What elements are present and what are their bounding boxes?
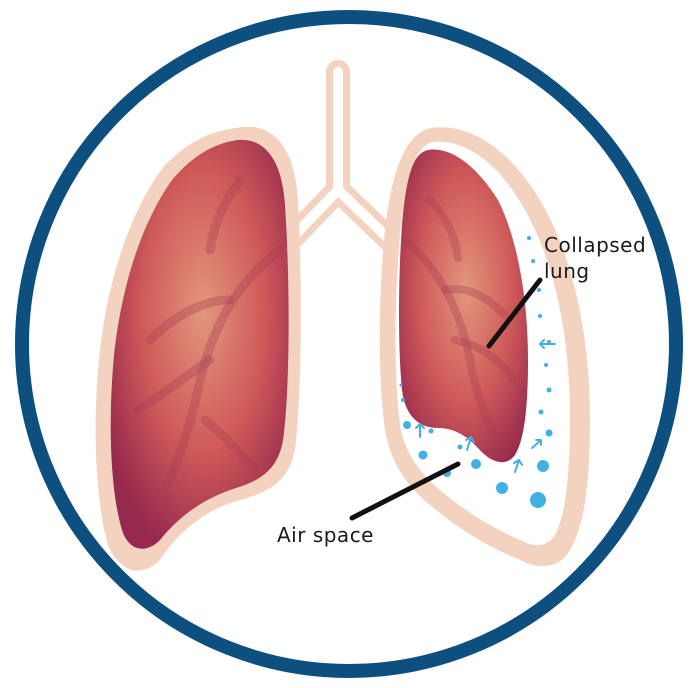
air-space-label: Air space [277, 523, 374, 547]
collapsed-lung-label-line2: lung [544, 259, 590, 283]
collapsed-lung-label-line1: Collapsed [544, 233, 646, 257]
